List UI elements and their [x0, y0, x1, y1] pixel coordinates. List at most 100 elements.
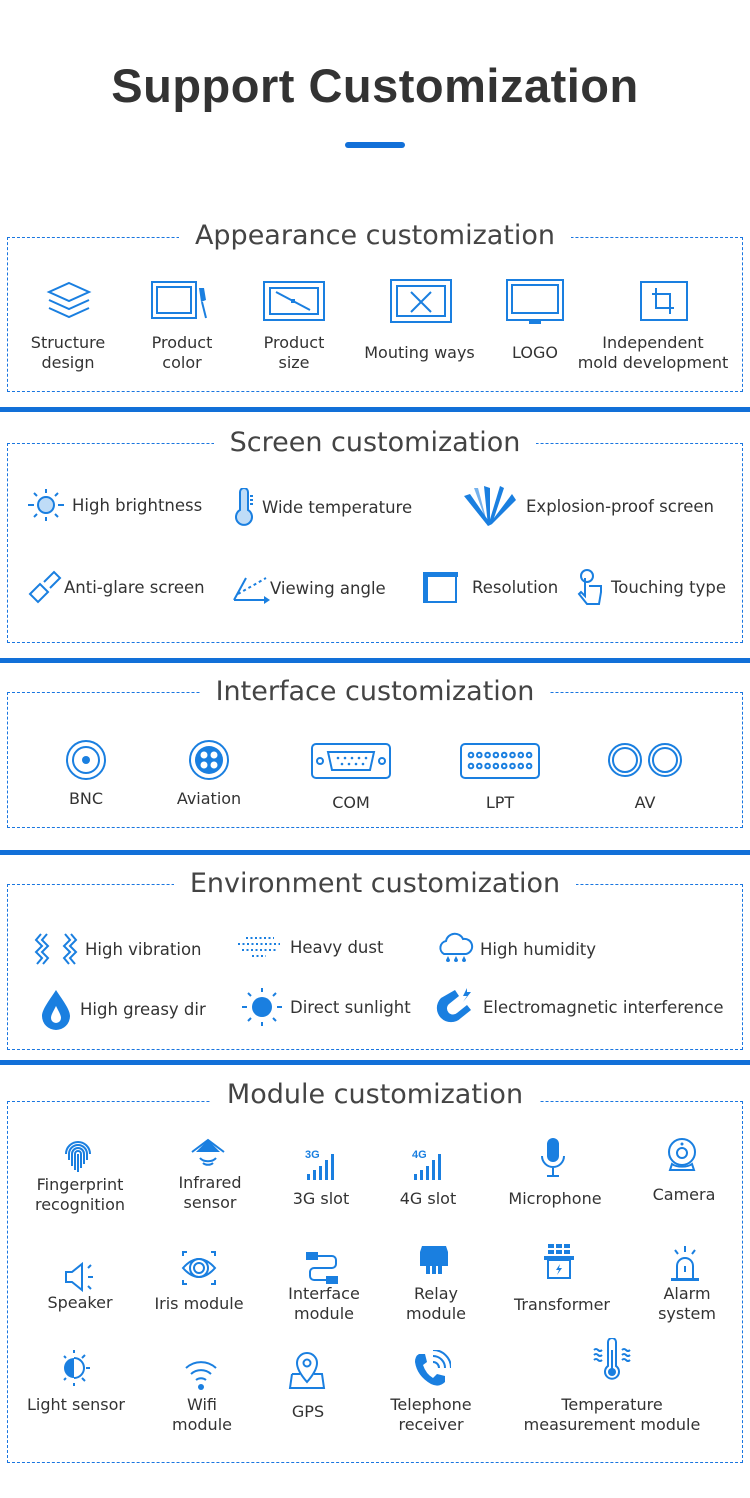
item-label-line: Speaker — [47, 1293, 113, 1312]
magnet-icon — [436, 988, 471, 1023]
section-separator — [0, 407, 750, 412]
monitor-logo-icon — [506, 279, 564, 324]
map-pin-icon — [288, 1352, 326, 1389]
relay-icon — [420, 1246, 448, 1274]
signal-3g-icon: 3G — [305, 1149, 334, 1180]
page-title: Support Customization — [111, 59, 639, 112]
appearance-title: Appearance customization — [0, 220, 750, 251]
item-label-line: recognition — [34, 1195, 126, 1214]
svg-text:3G: 3G — [305, 1149, 320, 1161]
item-label-line: Infrared — [178, 1173, 242, 1192]
item-label-line: module — [406, 1304, 466, 1323]
item-label-line: Light sensor — [26, 1395, 126, 1414]
interface-title: Interface customization — [0, 676, 750, 707]
item-label-line: Microphone — [508, 1189, 602, 1208]
item-label-line: sensor — [183, 1193, 237, 1212]
bnc-connector-icon — [66, 740, 106, 780]
eye-scan-icon — [181, 1251, 217, 1285]
fingerprint-icon — [65, 1141, 91, 1172]
item-label-line: GPS — [291, 1402, 325, 1421]
item-label-line: Alarm — [663, 1284, 711, 1303]
item-aviation: Aviation — [176, 789, 242, 808]
item-label-line: Transformer — [513, 1295, 610, 1314]
item-transformer: Transformer — [497, 1295, 627, 1315]
item-label-line: 4G slot — [399, 1189, 457, 1208]
item-label-line: Interface — [288, 1284, 360, 1303]
dust-icon — [238, 937, 280, 957]
item-label-line: measurement module — [523, 1415, 701, 1434]
item-high-vibration: High vibration — [33, 932, 202, 966]
signal-4g-icon: 4G — [412, 1149, 441, 1180]
item-label-line: receiver — [398, 1415, 464, 1434]
item-webcam: Camera — [639, 1185, 729, 1205]
item-direct-sunlight: Direct sunlight — [240, 986, 411, 1028]
paint-brush-screen-icon — [151, 281, 207, 319]
item-wide-temperature: Wide temperature — [232, 488, 412, 526]
item-heavy-dust: Heavy dust — [234, 934, 383, 960]
wifi-icon — [185, 1361, 217, 1390]
item-anti-glare: Anti-glare screen — [26, 568, 205, 606]
item-high-greasy: High greasy dir — [38, 988, 206, 1030]
vibration-icon — [34, 933, 78, 965]
item-com: COM — [332, 793, 370, 812]
com-port-icon — [311, 743, 391, 779]
layers-icon — [46, 281, 92, 319]
item-viewing-angle: Viewing angle — [230, 572, 386, 604]
item-label-line: Temperature — [561, 1395, 663, 1414]
item-map-pin: GPS — [268, 1402, 348, 1422]
alarm-light-icon — [671, 1246, 699, 1281]
crop-mold-icon — [640, 281, 688, 321]
item-high-humidity: High humidity — [436, 930, 596, 968]
item-mounting-ways: Mouting ways — [364, 343, 475, 362]
sun-brightness-icon — [28, 489, 64, 521]
tools-screen-icon — [390, 279, 452, 323]
item-light-sensor: Light sensor — [6, 1395, 146, 1415]
item-label-line: 3G slot — [292, 1189, 350, 1208]
sun-icon — [242, 988, 282, 1026]
infrared-icon — [191, 1138, 225, 1166]
lpt-port-icon — [460, 743, 540, 779]
svg-text:4G: 4G — [412, 1149, 427, 1161]
item-logo: LOGO — [512, 343, 558, 362]
section-separator — [0, 658, 750, 663]
glasses-icon — [28, 570, 62, 604]
item-label-line: module — [294, 1304, 354, 1323]
webcam-icon — [668, 1138, 696, 1171]
transformer-icon — [544, 1244, 574, 1279]
light-sensor-icon — [63, 1350, 90, 1386]
item-label-line: Iris module — [154, 1294, 244, 1313]
usb-cable-icon — [306, 1252, 338, 1284]
item-resolution: Resolution — [422, 570, 558, 604]
screen-diagonal-icon — [263, 281, 325, 321]
item-label-line: Relay — [414, 1284, 458, 1303]
item-signal-3g: 3G slot — [276, 1189, 366, 1209]
touch-hand-icon — [577, 569, 602, 605]
item-label-line: Telephone — [390, 1395, 472, 1414]
item-high-brightness: High brightness — [26, 487, 202, 523]
microphone-icon — [541, 1138, 565, 1177]
rain-cloud-icon — [439, 932, 474, 962]
item-label-line: Wifi — [187, 1395, 217, 1414]
temperature-icon — [593, 1338, 631, 1380]
angle-icon — [233, 577, 270, 604]
item-lpt: LPT — [485, 793, 515, 812]
item-label-line: module — [172, 1415, 232, 1434]
ruler-frame-icon — [423, 572, 458, 603]
explosion-icon — [464, 486, 516, 526]
environment-title: Environment customization — [0, 868, 750, 899]
item-label-line: system — [658, 1304, 716, 1323]
drop-icon — [42, 990, 70, 1030]
section-separator — [0, 1060, 750, 1065]
item-eye-scan: Iris module — [139, 1294, 259, 1314]
